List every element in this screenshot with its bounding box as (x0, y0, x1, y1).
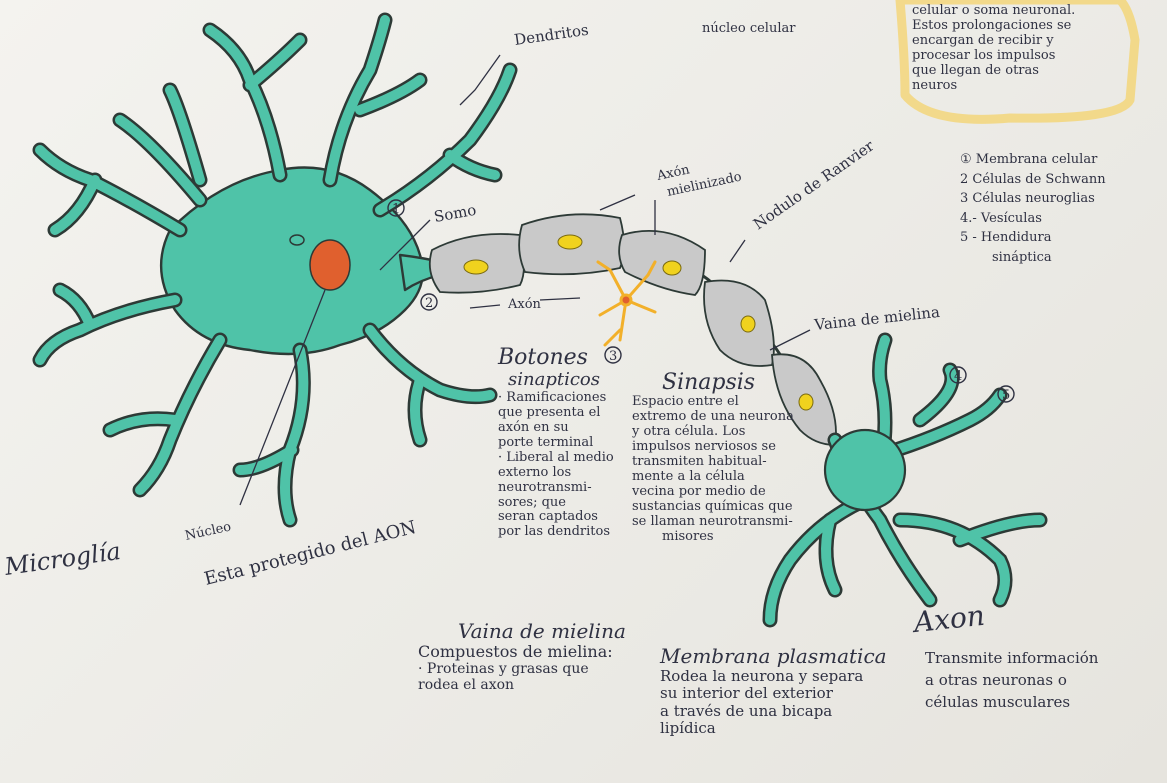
botones-line: sores; que (498, 496, 614, 511)
botones-line: externo los (498, 466, 614, 481)
label-nucleo-note: Esta protegido del AON (202, 517, 418, 590)
top-note-line: procesar los impulsos (912, 49, 1075, 64)
vaina-line: · Proteinas y grasas que (418, 661, 626, 677)
legend-item: 3 Células neuroglias (960, 189, 1106, 209)
sinapsis-line: sustancias químicas que (632, 500, 794, 515)
top-note-line: neuros (912, 79, 1075, 94)
botones-line: · Liberal al medio (498, 451, 614, 466)
membrana-line: Rodea la neurona y separa (660, 668, 887, 685)
label-somo: Somo (433, 201, 478, 226)
sinapsis-line: extremo de una neurona (632, 410, 794, 425)
botones-line: porte terminal (498, 436, 614, 451)
top-note-line: Estos prolongaciones se (912, 19, 1075, 34)
botones-title2: sinapticos (498, 370, 614, 391)
vaina-title: Vaina de mielina (418, 620, 626, 643)
axon-line: células musculares (925, 692, 1098, 714)
vaina-line: Compuestos de mielina: (418, 643, 626, 661)
legend-item: sináptica (960, 248, 1106, 268)
membrana-line: lipídica (660, 720, 887, 737)
nucleus (310, 240, 350, 290)
botones-line: seran captados (498, 510, 614, 525)
label-nucleo: Núcleo (184, 519, 233, 543)
vaina-line: rodea el axon (418, 677, 626, 693)
membrana-block: Membrana plasmatica Rodea la neurona y s… (660, 645, 887, 737)
membrana-line: su interior del exterior (660, 685, 887, 702)
sinapsis-line: misores (632, 530, 794, 545)
top-right-note: celular o soma neuronal. Estos prolongac… (912, 4, 1075, 94)
vaina-block: Vaina de mielina Compuestos de mielina: … (418, 620, 626, 694)
axon-line: Transmite información (925, 648, 1098, 670)
label-microglia: Microglía (2, 537, 122, 581)
numbered-legend: ① Membrana celular 2 Células de Schwann … (960, 150, 1106, 267)
botones-line: que presenta el (498, 406, 614, 421)
axon-block: Transmite información a otras neuronas o… (925, 648, 1098, 713)
marker-5: 5 (1002, 388, 1010, 403)
top-note-line: celular o soma neuronal. (912, 4, 1075, 19)
sinapsis-line: se llaman neurotransmi- (632, 515, 794, 530)
sinapsis-line: Espacio entre el (632, 395, 794, 410)
sinapsis-line: vecina por medio de (632, 485, 794, 500)
sinapsis-line: y otra célula. Los (632, 425, 794, 440)
sinapsis-line: transmiten habitual- (632, 455, 794, 470)
legend-item: 2 Células de Schwann (960, 170, 1106, 190)
marker-4: 4 (954, 369, 962, 384)
legend-item: ① Membrana celular (960, 150, 1106, 170)
label-axon-title: Axon (909, 599, 986, 640)
axon-line: a otras neuronas o (925, 670, 1098, 692)
top-note-line: que llegan de otras (912, 64, 1075, 79)
legend-item: 5 - Hendidura (960, 228, 1106, 248)
sinapsis-block: Sinapsis Espacio entre el extremo de una… (632, 370, 794, 545)
sinapsis-line: mente a la célula (632, 470, 794, 485)
label-axon-small: Axón (507, 297, 542, 312)
label-nodulo-ranvier: Nodulo de Ranvier (750, 136, 878, 233)
sinapsis-line: impulsos nerviosos se (632, 440, 794, 455)
botones-title: Botones (498, 345, 614, 370)
botones-block: Botones sinapticos · Ramificaciones que … (498, 345, 614, 540)
membrana-title: Membrana plasmatica (660, 645, 887, 668)
legend-item: 4.- Vesículas (960, 209, 1106, 229)
marker-2: 2 (425, 296, 433, 311)
botones-line: · Ramificaciones (498, 391, 614, 406)
label-dendritos: Dendritos (513, 21, 590, 49)
botones-line: axón en su (498, 421, 614, 436)
top-partial-text: núcleo celular (702, 21, 796, 36)
sinapsis-title: Sinapsis (632, 370, 794, 395)
membrana-line: a través de una bicapa (660, 703, 887, 720)
botones-line: por las dendritos (498, 525, 614, 540)
botones-line: neurotransmi- (498, 481, 614, 496)
label-vaina-mielina: Vaina de mielina (813, 303, 941, 334)
top-note-line: encargan de recibir y (912, 34, 1075, 49)
marker-1: 1 (392, 202, 400, 217)
